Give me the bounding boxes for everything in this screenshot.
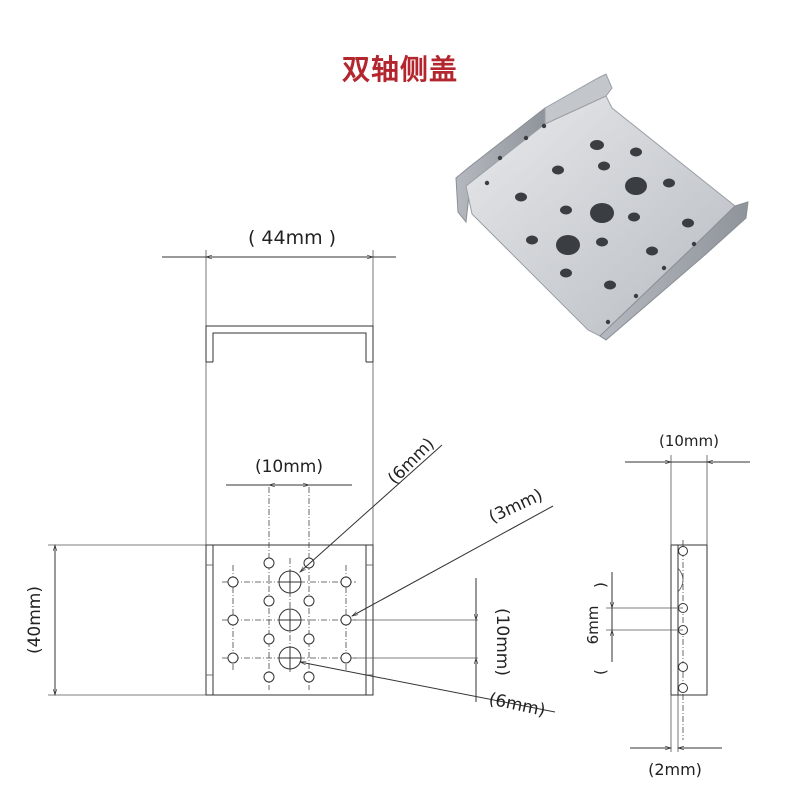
dim-label-side-paren-open: ( xyxy=(592,582,610,588)
dim-label-small-hole: (3mm) xyxy=(486,485,546,527)
dim-label-side-spacing: 6mm xyxy=(584,606,602,645)
dim-label-side-width: (10mm) xyxy=(659,432,719,450)
side-view xyxy=(606,455,750,752)
dim-label-big-hole-lower: (6mm) xyxy=(487,689,547,720)
dim-label-height: (40mm) xyxy=(25,586,45,654)
plate-view xyxy=(48,444,556,713)
bracket-3d-render xyxy=(455,73,749,341)
dim-label-hole-spacing-top: (10mm) xyxy=(255,457,323,477)
dim-label-side-paren-close: ) xyxy=(592,669,610,675)
front-view-top xyxy=(162,250,396,545)
dim-label-side-thickness: (2mm) xyxy=(648,760,702,779)
diagram-title: 双轴侧盖 xyxy=(341,53,458,86)
dim-label-width: ( 44mm ) xyxy=(248,227,336,249)
dim-label-big-hole-upper: (6mm) xyxy=(384,434,439,489)
dim-label-hole-spacing-side: (10mm) xyxy=(492,608,512,676)
